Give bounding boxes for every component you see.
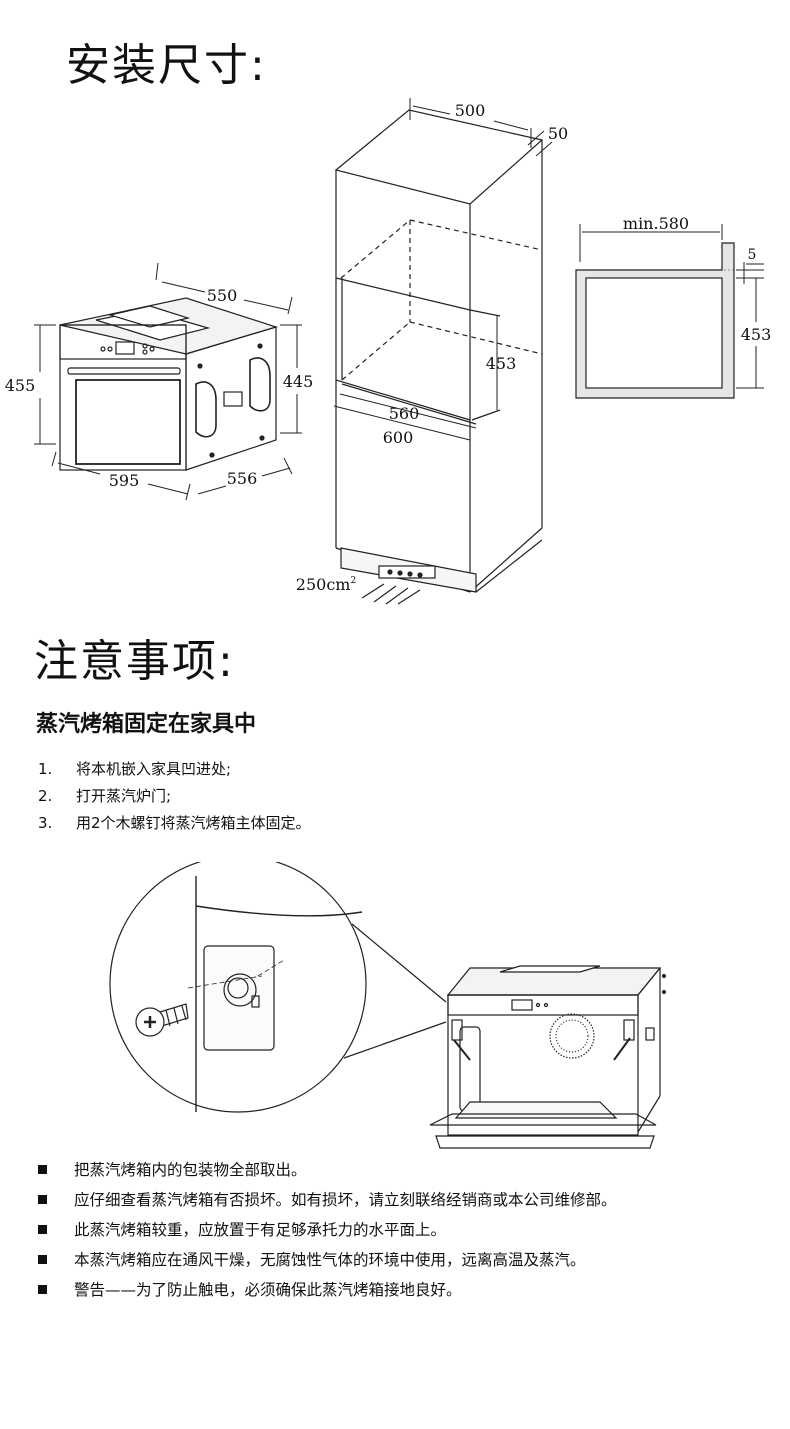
list-item: 把蒸汽烤箱内的包装物全部取出。 [38,1155,617,1185]
list-item: 应仔细查看蒸汽烤箱有否损坏。如有损坏，请立刻联络经销商或本公司维修部。 [38,1185,617,1215]
oven-dimensions [34,262,302,501]
cabinet-gap-label: 50 [548,124,568,143]
niche-width-label: 560 [389,404,420,423]
section-drawing [575,242,735,399]
bullet-icon [38,1285,47,1294]
oven-width-label: 595 [109,471,140,490]
cabinet-width-label: 600 [383,428,414,447]
oven-body-width-label: 556 [227,469,258,488]
install-title: 安装尺寸: [66,40,267,91]
cabinet-drawing [334,109,544,605]
install-diagram: 550 455 445 595 556 [5,98,772,605]
notice-title: 注意事项: [34,636,235,687]
section-width-label: min.580 [623,214,689,233]
cabinet-dimensions [333,98,553,441]
cabinet-depth-label: 500 [455,101,486,120]
fixing-steps: 1.将本机嵌入家具凹进处; 2.打开蒸汽炉门; 3.用2个木螺钉将蒸汽烤箱主体固… [38,756,311,837]
section-offset-label: 5 [748,247,757,263]
fixing-subtitle: 蒸汽烤箱固定在家具中 [36,712,257,737]
list-item: 1.将本机嵌入家具凹进处; [38,760,232,778]
list-item: 2.打开蒸汽炉门; [38,787,172,805]
bullet-icon [38,1225,47,1234]
vent-area-label: 250cm2 [296,575,356,594]
oven-depth-label: 550 [207,286,238,305]
oven-body-height-label: 445 [283,372,314,391]
oven-height-label: 455 [5,376,36,395]
bullet-icon [38,1195,47,1204]
list-item: 警告——为了防止触电，必须确保此蒸汽烤箱接地良好。 [38,1275,617,1305]
list-item: 3.用2个木螺钉将蒸汽烤箱主体固定。 [38,814,311,832]
section-height-label: 453 [741,325,772,344]
list-item: 本蒸汽烤箱应在通风干燥，无腐蚀性气体的环境中使用，远离高温及蒸汽。 [38,1245,617,1275]
screw-fixing-diagram [109,862,667,1149]
bullet-icon [38,1165,47,1174]
list-item: 此蒸汽烤箱较重，应放置于有足够承托力的水平面上。 [38,1215,617,1245]
bullet-icon [38,1255,47,1264]
oven-drawing [59,297,279,471]
notes-list: 把蒸汽烤箱内的包装物全部取出。 应仔细查看蒸汽烤箱有否损坏。如有损坏，请立刻联络… [38,1155,617,1305]
niche-height-label: 453 [486,354,517,373]
section-dimensions [579,224,764,389]
